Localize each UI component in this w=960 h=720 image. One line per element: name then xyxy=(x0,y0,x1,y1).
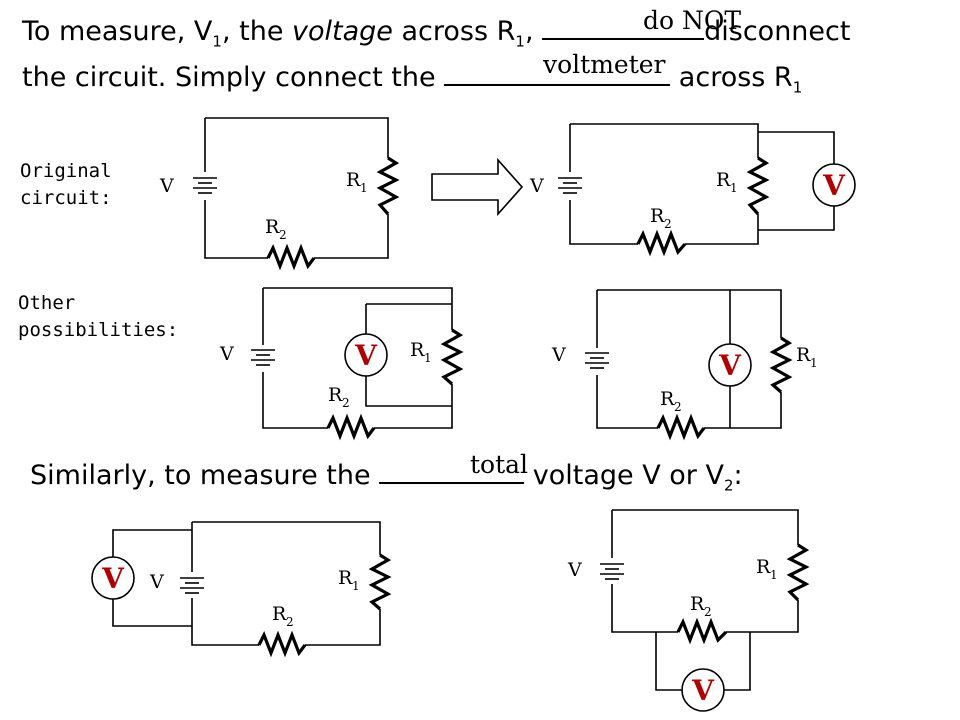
circuit-voltmeter-across-r2: V V R 1 R 2 xyxy=(567,509,810,712)
voltmeter-symbol: V xyxy=(691,674,715,707)
r2-subscript: 2 xyxy=(674,400,682,414)
title-text: the circuit. Simply connect the xyxy=(22,62,436,93)
title-italic: voltage xyxy=(292,16,393,47)
answer-total: total xyxy=(470,450,529,479)
r2-label: R xyxy=(328,384,343,406)
battery-icon xyxy=(558,177,582,194)
resistor-r2-icon xyxy=(257,630,307,658)
answer-do-not: do NOT xyxy=(643,6,742,35)
battery-icon xyxy=(251,349,275,366)
arrow-icon xyxy=(431,157,524,217)
similarly-text: : xyxy=(733,460,743,491)
resistor-r2-icon xyxy=(636,229,687,257)
r1-subscript: 1 xyxy=(360,181,368,195)
resistor-r1-icon xyxy=(376,156,400,216)
battery-icon xyxy=(193,177,217,194)
r1-label: R xyxy=(346,169,361,191)
r1-label: R xyxy=(338,567,353,589)
title-line-1: To measure, V1, the voltage across R1, d… xyxy=(22,16,850,50)
r1-subscript: 1 xyxy=(730,181,738,195)
circuit-other-b: V V R 1 R 2 xyxy=(551,289,818,441)
resistor-r1-icon xyxy=(786,543,810,602)
circuit-voltmeter-across-source: V V R 1 R 2 xyxy=(91,521,392,658)
title-text: across R xyxy=(670,62,793,93)
r2-subscript: 2 xyxy=(704,605,712,619)
r1-label: R xyxy=(796,344,811,366)
battery-icon xyxy=(600,563,624,580)
title-subscript: 1 xyxy=(212,32,222,51)
circuit-other-a: V V R 1 R 2 xyxy=(219,287,464,441)
similarly-text: voltage V or V xyxy=(524,460,724,491)
title-text: To measure, V xyxy=(22,16,213,47)
similarly-line: Similarly, to measure the voltage V or V… xyxy=(30,460,743,494)
title-text: across R xyxy=(392,16,516,47)
label-line: Other xyxy=(18,292,76,314)
r2-subscript: 2 xyxy=(342,396,350,410)
r1-label: R xyxy=(756,556,771,578)
circuit-original: V R 1 R 2 xyxy=(159,117,400,271)
battery-icon xyxy=(585,352,609,369)
title-text: , the xyxy=(221,16,293,47)
r2-subscript: 2 xyxy=(664,217,672,231)
voltmeter-icon: V xyxy=(812,163,856,207)
r1-label: R xyxy=(716,169,731,191)
r2-label: R xyxy=(272,603,287,625)
resistor-r1-icon xyxy=(368,553,392,611)
resistor-r2-icon xyxy=(266,243,316,271)
source-label: V xyxy=(159,175,174,197)
resistor-r1-icon xyxy=(440,328,464,386)
r2-label: R xyxy=(690,593,705,615)
title-line-2: the circuit. Simply connect the across R… xyxy=(22,62,802,96)
r2-subscript: 2 xyxy=(279,228,287,242)
r1-subscript: 1 xyxy=(770,568,778,582)
title-text: , xyxy=(524,16,534,47)
label-line: circuit: xyxy=(20,187,112,209)
label-line: possibilities: xyxy=(18,319,179,341)
source-label: V xyxy=(529,175,544,197)
resistor-r1-icon xyxy=(746,156,770,216)
voltmeter-icon: V xyxy=(344,333,388,377)
r2-label: R xyxy=(650,205,665,227)
voltmeter-icon: V xyxy=(91,556,135,600)
label-original-circuit: Original circuit: xyxy=(20,158,112,212)
source-label: V xyxy=(567,559,582,581)
battery-icon xyxy=(180,577,204,594)
resistor-r2-icon xyxy=(656,413,706,441)
label-line: Original xyxy=(20,160,112,182)
resistor-r2-icon xyxy=(326,413,376,441)
r1-subscript: 1 xyxy=(810,356,818,370)
resistor-r2-icon xyxy=(676,617,728,645)
similarly-subscript: 2 xyxy=(723,476,734,495)
blank-1 xyxy=(542,16,705,40)
similarly-text: Similarly, to measure the xyxy=(30,460,380,491)
r1-subscript: 1 xyxy=(424,351,432,365)
source-label: V xyxy=(149,571,164,593)
r2-label: R xyxy=(265,216,280,238)
source-label: V xyxy=(551,344,566,366)
title-subscript: 1 xyxy=(515,32,525,51)
answer-voltmeter: voltmeter xyxy=(543,50,666,79)
source-label: V xyxy=(219,343,234,365)
voltmeter-symbol: V xyxy=(822,169,846,202)
voltmeter-symbol: V xyxy=(354,339,378,372)
r1-subscript: 1 xyxy=(352,579,360,593)
title-subscript: 1 xyxy=(792,78,803,97)
r1-label: R xyxy=(410,339,425,361)
voltmeter-symbol: V xyxy=(101,562,125,595)
voltmeter-icon: V xyxy=(708,343,752,387)
label-other-possibilities: Other possibilities: xyxy=(18,290,178,344)
r2-subscript: 2 xyxy=(286,615,294,629)
resistor-r1-icon xyxy=(769,336,793,394)
r2-label: R xyxy=(660,388,675,410)
blank-2 xyxy=(444,62,671,86)
voltmeter-icon: V xyxy=(681,668,725,712)
voltmeter-symbol: V xyxy=(718,349,742,382)
circuit-voltmeter-across-r1: V V R 1 R 2 xyxy=(529,123,856,257)
title-text: disconnect xyxy=(704,16,851,47)
blank-3 xyxy=(379,460,525,484)
